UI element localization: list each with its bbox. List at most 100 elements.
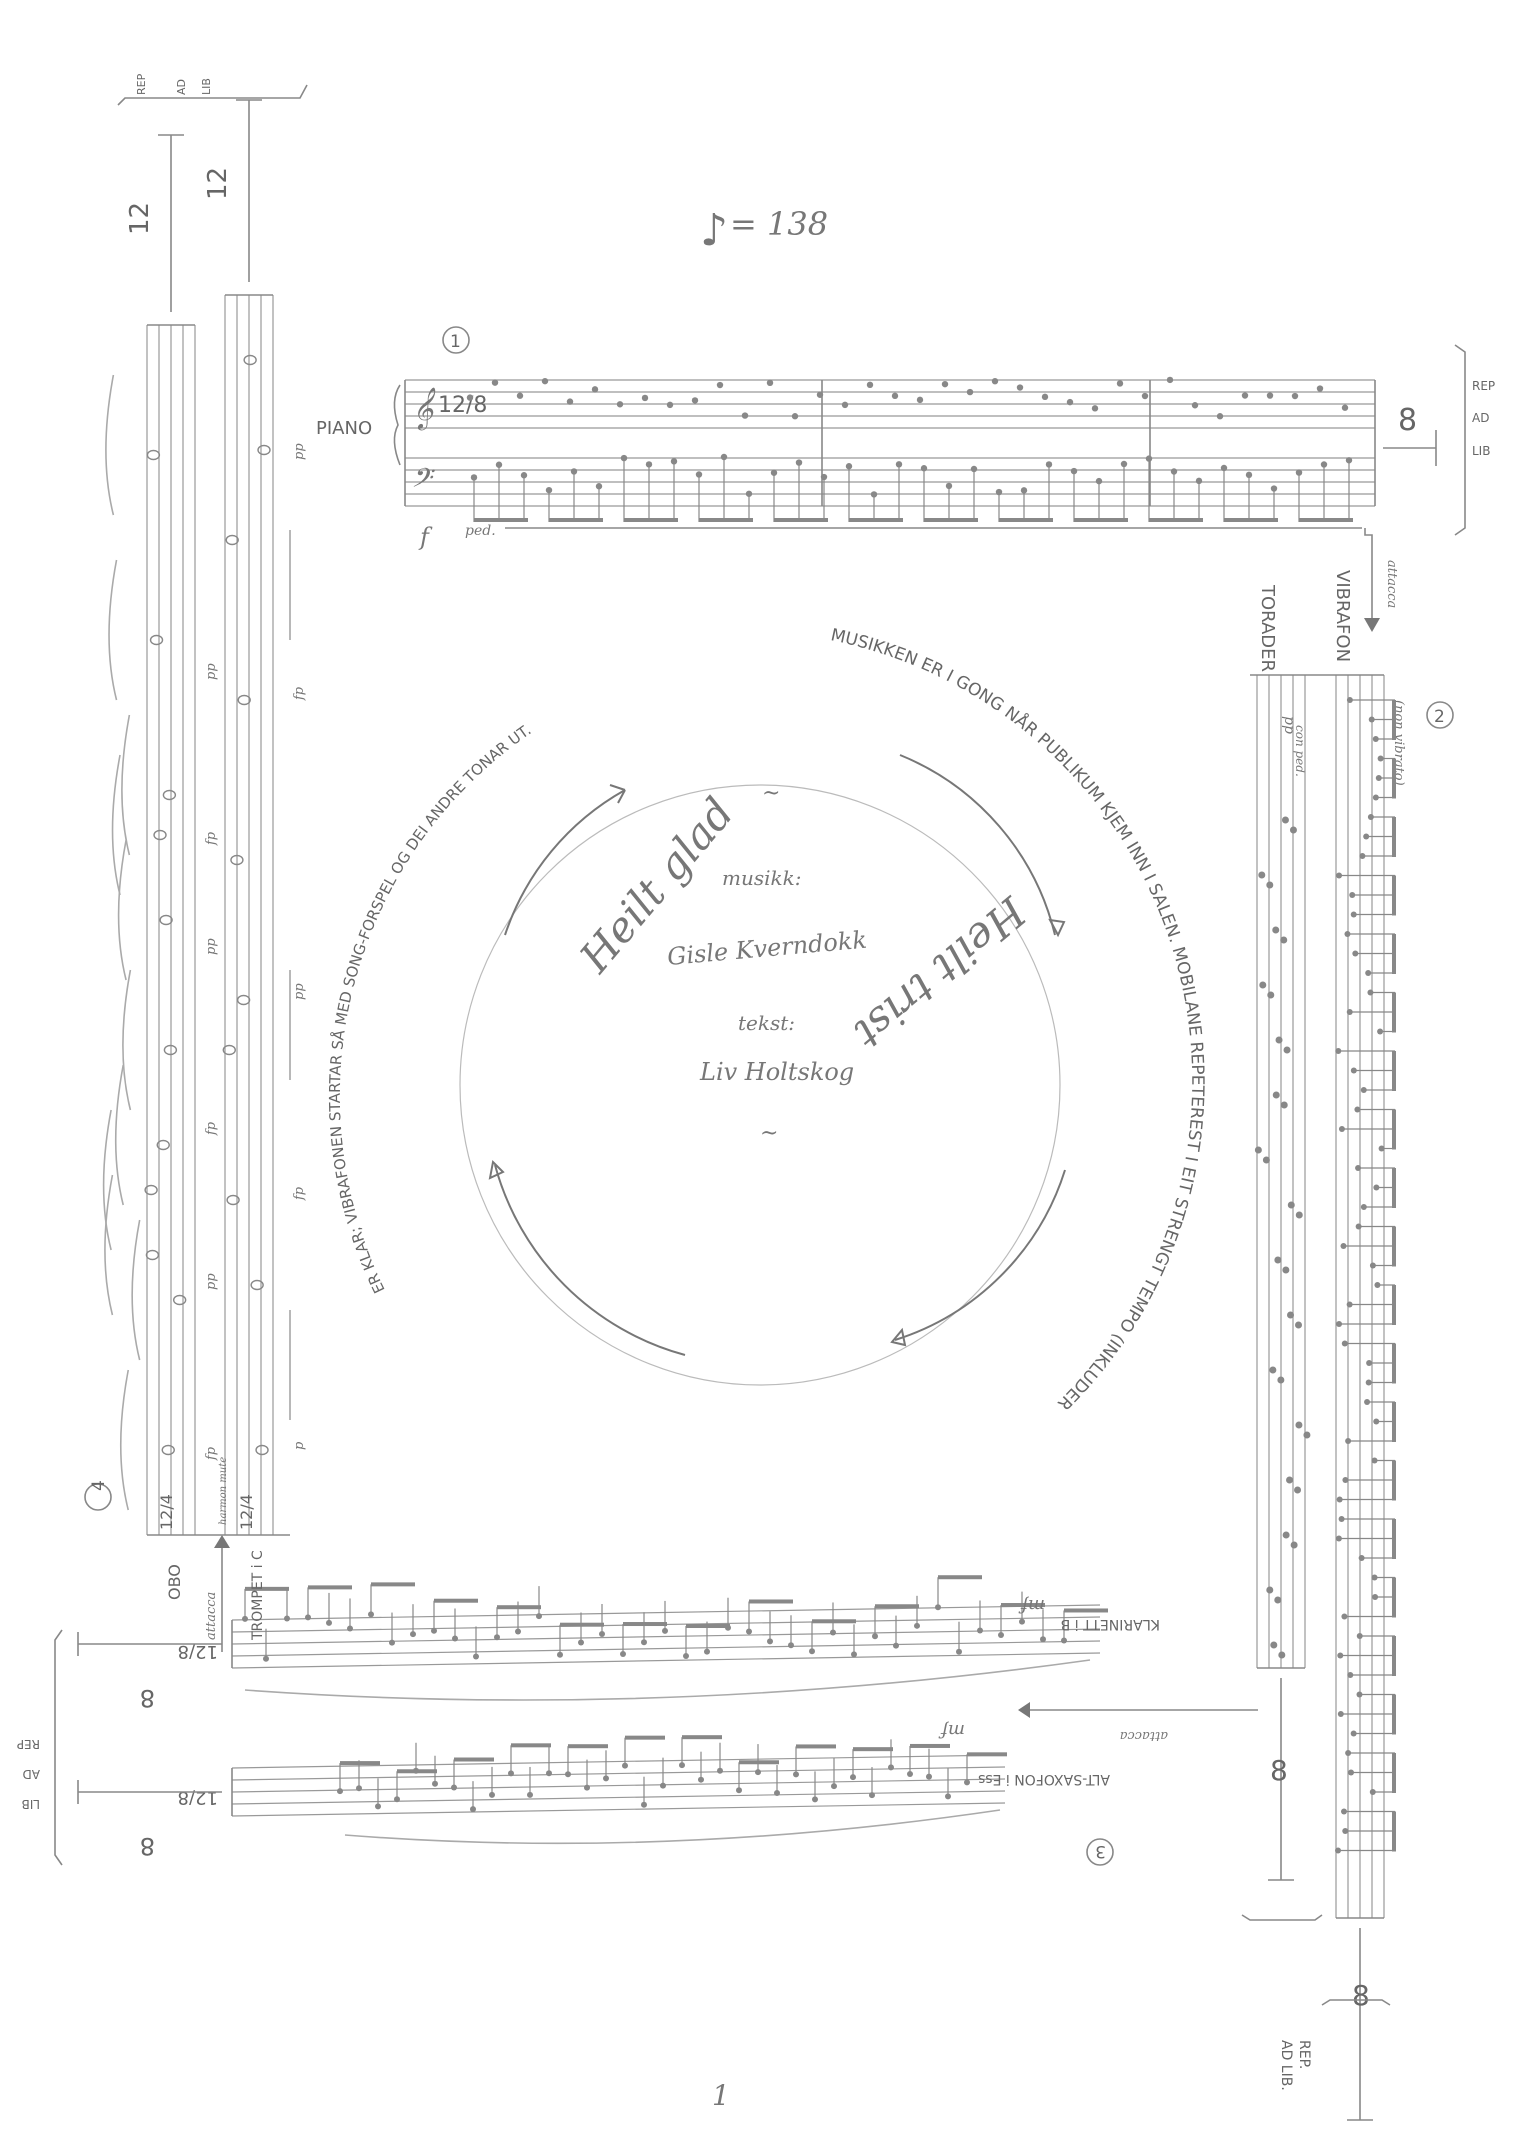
section-2-vibrafon: VIBRAFON TORADER 2 (non vibrato) con ped… xyxy=(1018,570,1454,2121)
note xyxy=(1277,1376,1285,1384)
piano-bass-staff xyxy=(405,457,1375,507)
whole-note xyxy=(149,634,164,646)
whole-note xyxy=(145,1249,160,1261)
note xyxy=(1280,1101,1288,1109)
instruction-right-arc: MUSIKKEN ER I GONG NÅR PUBLIKUM KJEM INN… xyxy=(0,0,1207,1414)
note xyxy=(1066,398,1074,406)
whole-note xyxy=(230,854,244,866)
circle-outline xyxy=(459,784,1061,1386)
piano-time-sig: 12/8 xyxy=(438,393,487,418)
klarinett-label: KLARINETT i B xyxy=(1061,1616,1160,1632)
note xyxy=(791,413,799,420)
tempo-note-symbol: ♪ xyxy=(700,205,728,256)
repeat-count-1: 8 xyxy=(1398,403,1417,438)
obo-notes xyxy=(102,374,187,1511)
dyn-pp-3: pp xyxy=(204,1273,219,1290)
note xyxy=(1145,455,1153,462)
lib-label: LIB xyxy=(1472,444,1490,458)
section-2-number: 2 xyxy=(1434,707,1445,727)
ad-label: AD xyxy=(1472,411,1489,425)
trompet-label: TROMPET i C xyxy=(250,1550,266,1641)
con-ped-label: con ped. xyxy=(1293,725,1307,777)
whole-note xyxy=(243,354,257,366)
note xyxy=(966,388,974,396)
note xyxy=(616,401,624,408)
note xyxy=(741,412,749,419)
title-right: Heilt trist xyxy=(845,887,1036,1059)
note xyxy=(841,401,849,409)
trompet-time-sig: 12/4 xyxy=(237,1494,256,1530)
section-1-piano: 1 PIANO 𝄞 𝄢 12/8 f ped. 8 REP AD LIB xyxy=(316,326,1495,632)
repeat-count-2b: 8 xyxy=(1352,1979,1370,2012)
section-4-circle xyxy=(84,1483,112,1511)
note xyxy=(570,468,578,475)
note xyxy=(1294,1486,1302,1494)
harmon-mute-label: harmon mute xyxy=(218,1457,229,1525)
repeat-count-2a: 8 xyxy=(1270,1754,1288,1787)
repeat-count-4a: 12 xyxy=(125,202,155,235)
note xyxy=(691,397,699,404)
saxofon-notes xyxy=(337,1735,1007,1845)
attacca-label-2: attacca xyxy=(1120,1728,1168,1743)
note xyxy=(1295,1421,1303,1429)
note xyxy=(1016,384,1024,391)
dyn-fp-2: fp xyxy=(204,1121,219,1136)
note xyxy=(1266,392,1274,399)
dyn-p: p xyxy=(292,1441,307,1450)
note xyxy=(866,381,874,389)
note xyxy=(916,396,924,404)
note xyxy=(1345,457,1353,464)
note xyxy=(1266,1586,1274,1594)
note xyxy=(1295,469,1303,476)
klarinett-dynamic: mf xyxy=(1018,1595,1045,1616)
note xyxy=(895,461,903,468)
section-4-obo-trompet: OBO TROMPET i C harmon mute 12/4 12/4 4 … xyxy=(84,73,308,1641)
whole-note xyxy=(250,1279,264,1291)
note xyxy=(1275,1036,1283,1044)
note xyxy=(1278,1651,1286,1659)
lyricist-name: Liv Holtskog xyxy=(699,1058,854,1086)
rep-label-3: REP xyxy=(17,1737,40,1751)
note xyxy=(1262,1156,1270,1164)
note xyxy=(1295,1321,1303,1329)
note xyxy=(566,398,574,405)
note xyxy=(1116,380,1124,387)
klarinett-staff xyxy=(231,1604,1101,1669)
note xyxy=(1216,413,1224,420)
rep-label-4: REP xyxy=(135,73,148,95)
attacca-arrow-1 xyxy=(1364,528,1373,625)
section-4-number: 4 xyxy=(89,1480,109,1491)
whole-note xyxy=(226,1194,240,1206)
note xyxy=(816,391,824,398)
note xyxy=(1286,1476,1294,1484)
repeat-count-4b: 12 xyxy=(203,167,233,200)
whole-note xyxy=(225,534,239,546)
whole-note xyxy=(255,1444,269,1456)
torader-notes xyxy=(1254,816,1311,1659)
torader-label: TORADER xyxy=(1257,584,1278,672)
treble-clef: 𝄞 xyxy=(412,387,436,431)
vibrafon-notes xyxy=(1335,697,1396,1854)
note xyxy=(941,380,949,388)
arrow-bottom-left xyxy=(494,1164,686,1356)
note xyxy=(1241,392,1249,399)
arrow-bottom-right xyxy=(894,1169,1066,1341)
note xyxy=(1290,1541,1298,1549)
saxofon-label: ALT-SAXOFON i Ess xyxy=(978,1771,1110,1787)
trompet-notes xyxy=(222,354,291,1456)
note xyxy=(1095,477,1103,485)
ornament-bottom: ~ xyxy=(760,1121,778,1146)
note xyxy=(1303,1431,1311,1439)
note xyxy=(1282,1266,1290,1274)
note xyxy=(1320,461,1328,468)
text-label: tekst: xyxy=(738,1011,795,1035)
whole-note xyxy=(144,1184,158,1196)
note xyxy=(1270,1641,1278,1649)
whole-note xyxy=(236,994,251,1006)
whole-note xyxy=(162,789,177,801)
note xyxy=(1267,991,1275,999)
note xyxy=(1258,871,1266,879)
note xyxy=(1254,1146,1262,1154)
note xyxy=(991,377,999,385)
klarinett-time-sig: 12/8 xyxy=(178,1641,218,1662)
